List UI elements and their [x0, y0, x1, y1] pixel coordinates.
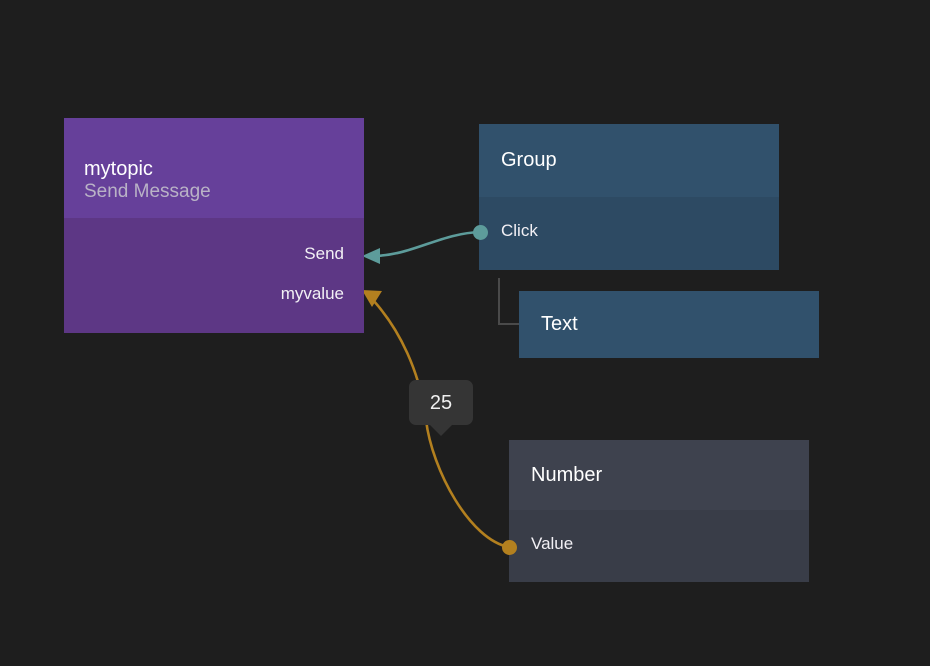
node-group-header[interactable]: Group	[479, 124, 779, 197]
node-group[interactable]: Group Click	[479, 124, 779, 270]
wire-value-tooltip-text: 25	[429, 391, 453, 414]
wire-click-to-send	[370, 230, 483, 258]
port-value-label[interactable]: Value	[531, 534, 574, 553]
node-text[interactable]: Text	[519, 291, 819, 358]
node-number-body: Value	[509, 510, 809, 582]
node-text-title: Text	[541, 313, 578, 335]
port-click-dot[interactable]	[473, 225, 488, 240]
port-myvalue-label[interactable]: myvalue	[280, 284, 344, 303]
wire-click-to-send-arrowhead	[362, 248, 380, 264]
group-child-bracket	[498, 278, 522, 325]
port-send-label[interactable]: Send	[304, 244, 344, 263]
port-click-label[interactable]: Click	[501, 221, 538, 240]
node-number[interactable]: Number Value	[509, 440, 809, 582]
node-text-header[interactable]: Text	[519, 291, 819, 358]
wire-value-tooltip: 25	[409, 380, 473, 436]
node-group-body: Click	[479, 197, 779, 270]
node-group-title: Group	[501, 149, 557, 171]
wire-value-to-myvalue-arrowhead	[362, 290, 382, 307]
port-value-dot[interactable]	[502, 540, 517, 555]
node-mytopic[interactable]: mytopic Send Message Send myvalue	[64, 118, 364, 333]
node-mytopic-header[interactable]: mytopic Send Message	[64, 118, 364, 218]
wire-value-tooltip-arrow	[429, 424, 453, 436]
node-number-title: Number	[531, 463, 603, 486]
node-mytopic-title: mytopic	[84, 157, 153, 180]
node-mytopic-subtitle: Send Message	[84, 180, 211, 202]
node-mytopic-body: Send myvalue	[64, 218, 364, 333]
node-number-header[interactable]: Number	[509, 440, 809, 510]
